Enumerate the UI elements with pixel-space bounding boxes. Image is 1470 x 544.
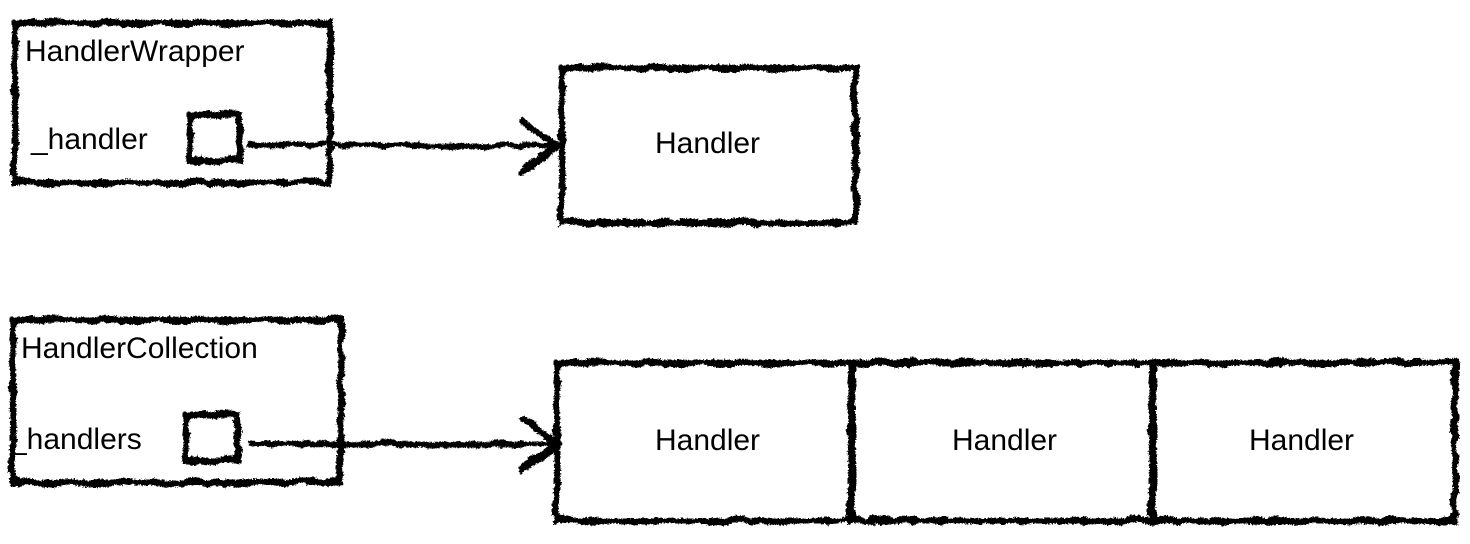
handler-wrapper-title: HandlerWrapper	[25, 35, 245, 68]
handler-array-divider-2	[1147, 358, 1156, 523]
handler-box-label: Handler	[654, 127, 761, 160]
handler-array-divider-1	[846, 358, 855, 523]
handlers-field-label: _handlers	[10, 423, 142, 456]
handler-wrapper-box: HandlerWrapper _handler	[10, 18, 332, 185]
handler-field-label: _handler	[31, 123, 148, 156]
handler-array-item: Handler	[1248, 423, 1355, 457]
handler-array-item: Handler	[654, 423, 761, 457]
handler-array-item: Handler	[951, 423, 1058, 457]
handler-collection-title: HandlerCollection	[21, 332, 258, 365]
handler-box: Handler	[557, 63, 858, 225]
handler-port-square	[185, 110, 242, 163]
handler-collection-box: HandlerCollection _handlers	[8, 315, 343, 485]
handler-array-box: Handler Handler Handler	[552, 358, 1457, 523]
handlers-port-square	[181, 410, 240, 463]
